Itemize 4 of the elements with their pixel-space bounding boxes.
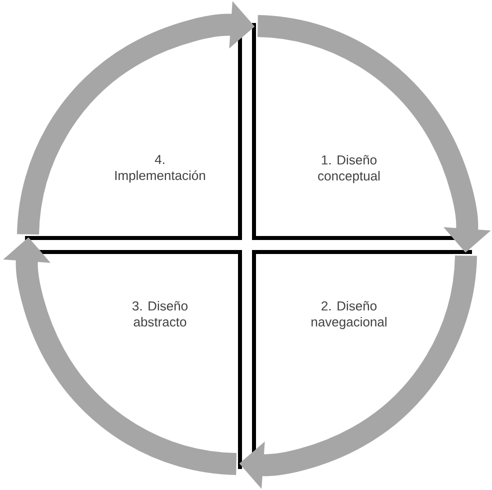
stage-label: 1. Diseño conceptual [318,155,380,184]
stage-label: 4. Implementación [115,155,206,183]
stage-label: 3. Diseño abstracto [132,301,188,327]
stage-label: 2. Diseño navegacional [312,301,386,330]
